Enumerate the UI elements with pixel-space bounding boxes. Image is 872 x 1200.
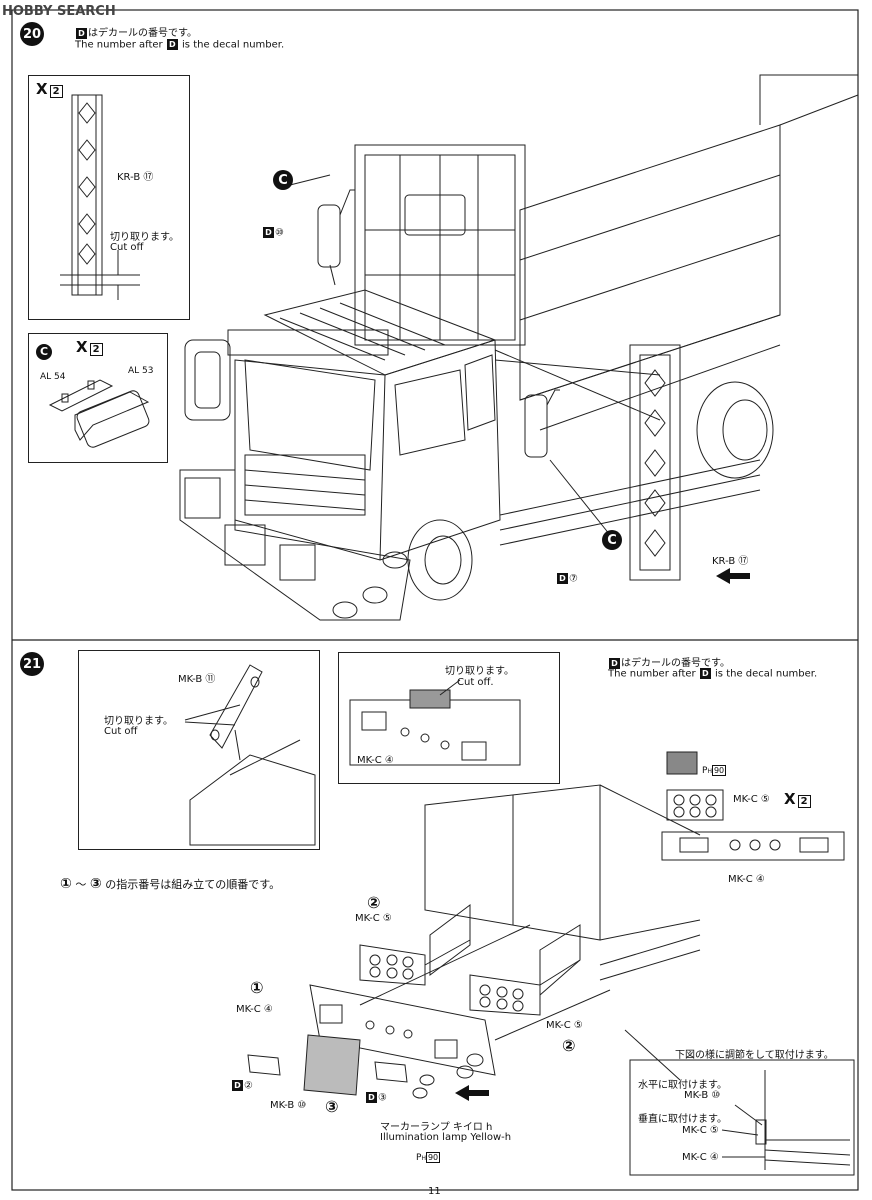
cut-off-jp: 切り取ります。 <box>104 716 173 727</box>
order-step-3: ③ <box>325 1097 339 1116</box>
step-20-badge: 20 <box>20 22 44 46</box>
part-label-mkc5: MK-C ⑤ <box>682 1125 719 1136</box>
decal-key-icon: D <box>76 27 87 39</box>
part-label-mkb10: MK-B ⑩ <box>270 1100 307 1111</box>
part-label-mkc4: MK-C ④ <box>682 1152 719 1163</box>
decal-key-icon: D <box>166 39 178 50</box>
cut-off-jp: 切り取ります。 <box>110 232 179 243</box>
part-label-mkb10: MK-B ⑩ <box>684 1090 721 1101</box>
inset-al-parts <box>28 333 168 463</box>
step21-note-en: The number after D is the decal number. <box>608 668 818 680</box>
part-label-mkc4: MK-C ④ <box>728 874 765 885</box>
cut-off-en: Cut off <box>104 726 138 737</box>
cut-off-en: Cut off <box>110 242 144 253</box>
hobby-search-logo: HOBBY SEARCH <box>2 4 116 19</box>
part-label-mkb11: MK-B ⑪ <box>178 674 216 685</box>
inset-kr-b17 <box>28 75 190 320</box>
part-label-mkc4: MK-C ④ <box>357 755 394 766</box>
order-step-1: ① <box>250 978 264 997</box>
decal-key-icon: D <box>699 668 711 679</box>
part-label-al54: AL 54 <box>40 372 66 382</box>
order-step-2: ② <box>562 1036 576 1055</box>
order-step-2: ② <box>367 893 381 912</box>
part-label-mkc5: MK-C ⑤ <box>733 794 770 805</box>
part-label-al53: AL 53 <box>128 366 154 376</box>
page-number: 11 <box>428 1186 441 1197</box>
mount-horizontal-note: 水平に取付けます。 <box>638 1080 727 1091</box>
step20-note-en: The number after D is the decal number. <box>75 39 285 51</box>
part-label-mkc4: MK-C ④ <box>236 1004 273 1015</box>
marker-lamp-jp: マーカーランプ キイロ h <box>380 1122 493 1133</box>
c-marker-icon: C <box>273 170 293 190</box>
mount-vertical-note: 垂直に取付けます。 <box>638 1114 727 1125</box>
part-label-krb17: KR-B ⑰ <box>712 556 749 567</box>
c-marker-icon: C <box>602 530 622 550</box>
adjust-note: 下図の様に調節をして取付けます。 <box>675 1050 834 1061</box>
step-21-badge: 21 <box>20 652 44 676</box>
cut-off-jp: 切り取ります。 <box>445 666 514 677</box>
part-label-krb17: KR-B ⑰ <box>117 172 154 183</box>
assembly-order-note: ① 〜 ③ の指示番号は組み立ての順番です。 <box>60 876 281 892</box>
inset-mk-b11 <box>78 650 320 850</box>
part-label-mkc5: MK-C ⑤ <box>546 1020 583 1031</box>
decal-key-icon: D <box>609 657 620 669</box>
inset-mk-c4 <box>338 652 560 784</box>
part-label-mkc5: MK-C ⑤ <box>355 913 392 924</box>
marker-lamp-en: Illumination lamp Yellow-h <box>380 1132 512 1143</box>
c-marker-icon: C <box>36 340 52 360</box>
cut-off-en: Cut off. <box>457 677 494 688</box>
